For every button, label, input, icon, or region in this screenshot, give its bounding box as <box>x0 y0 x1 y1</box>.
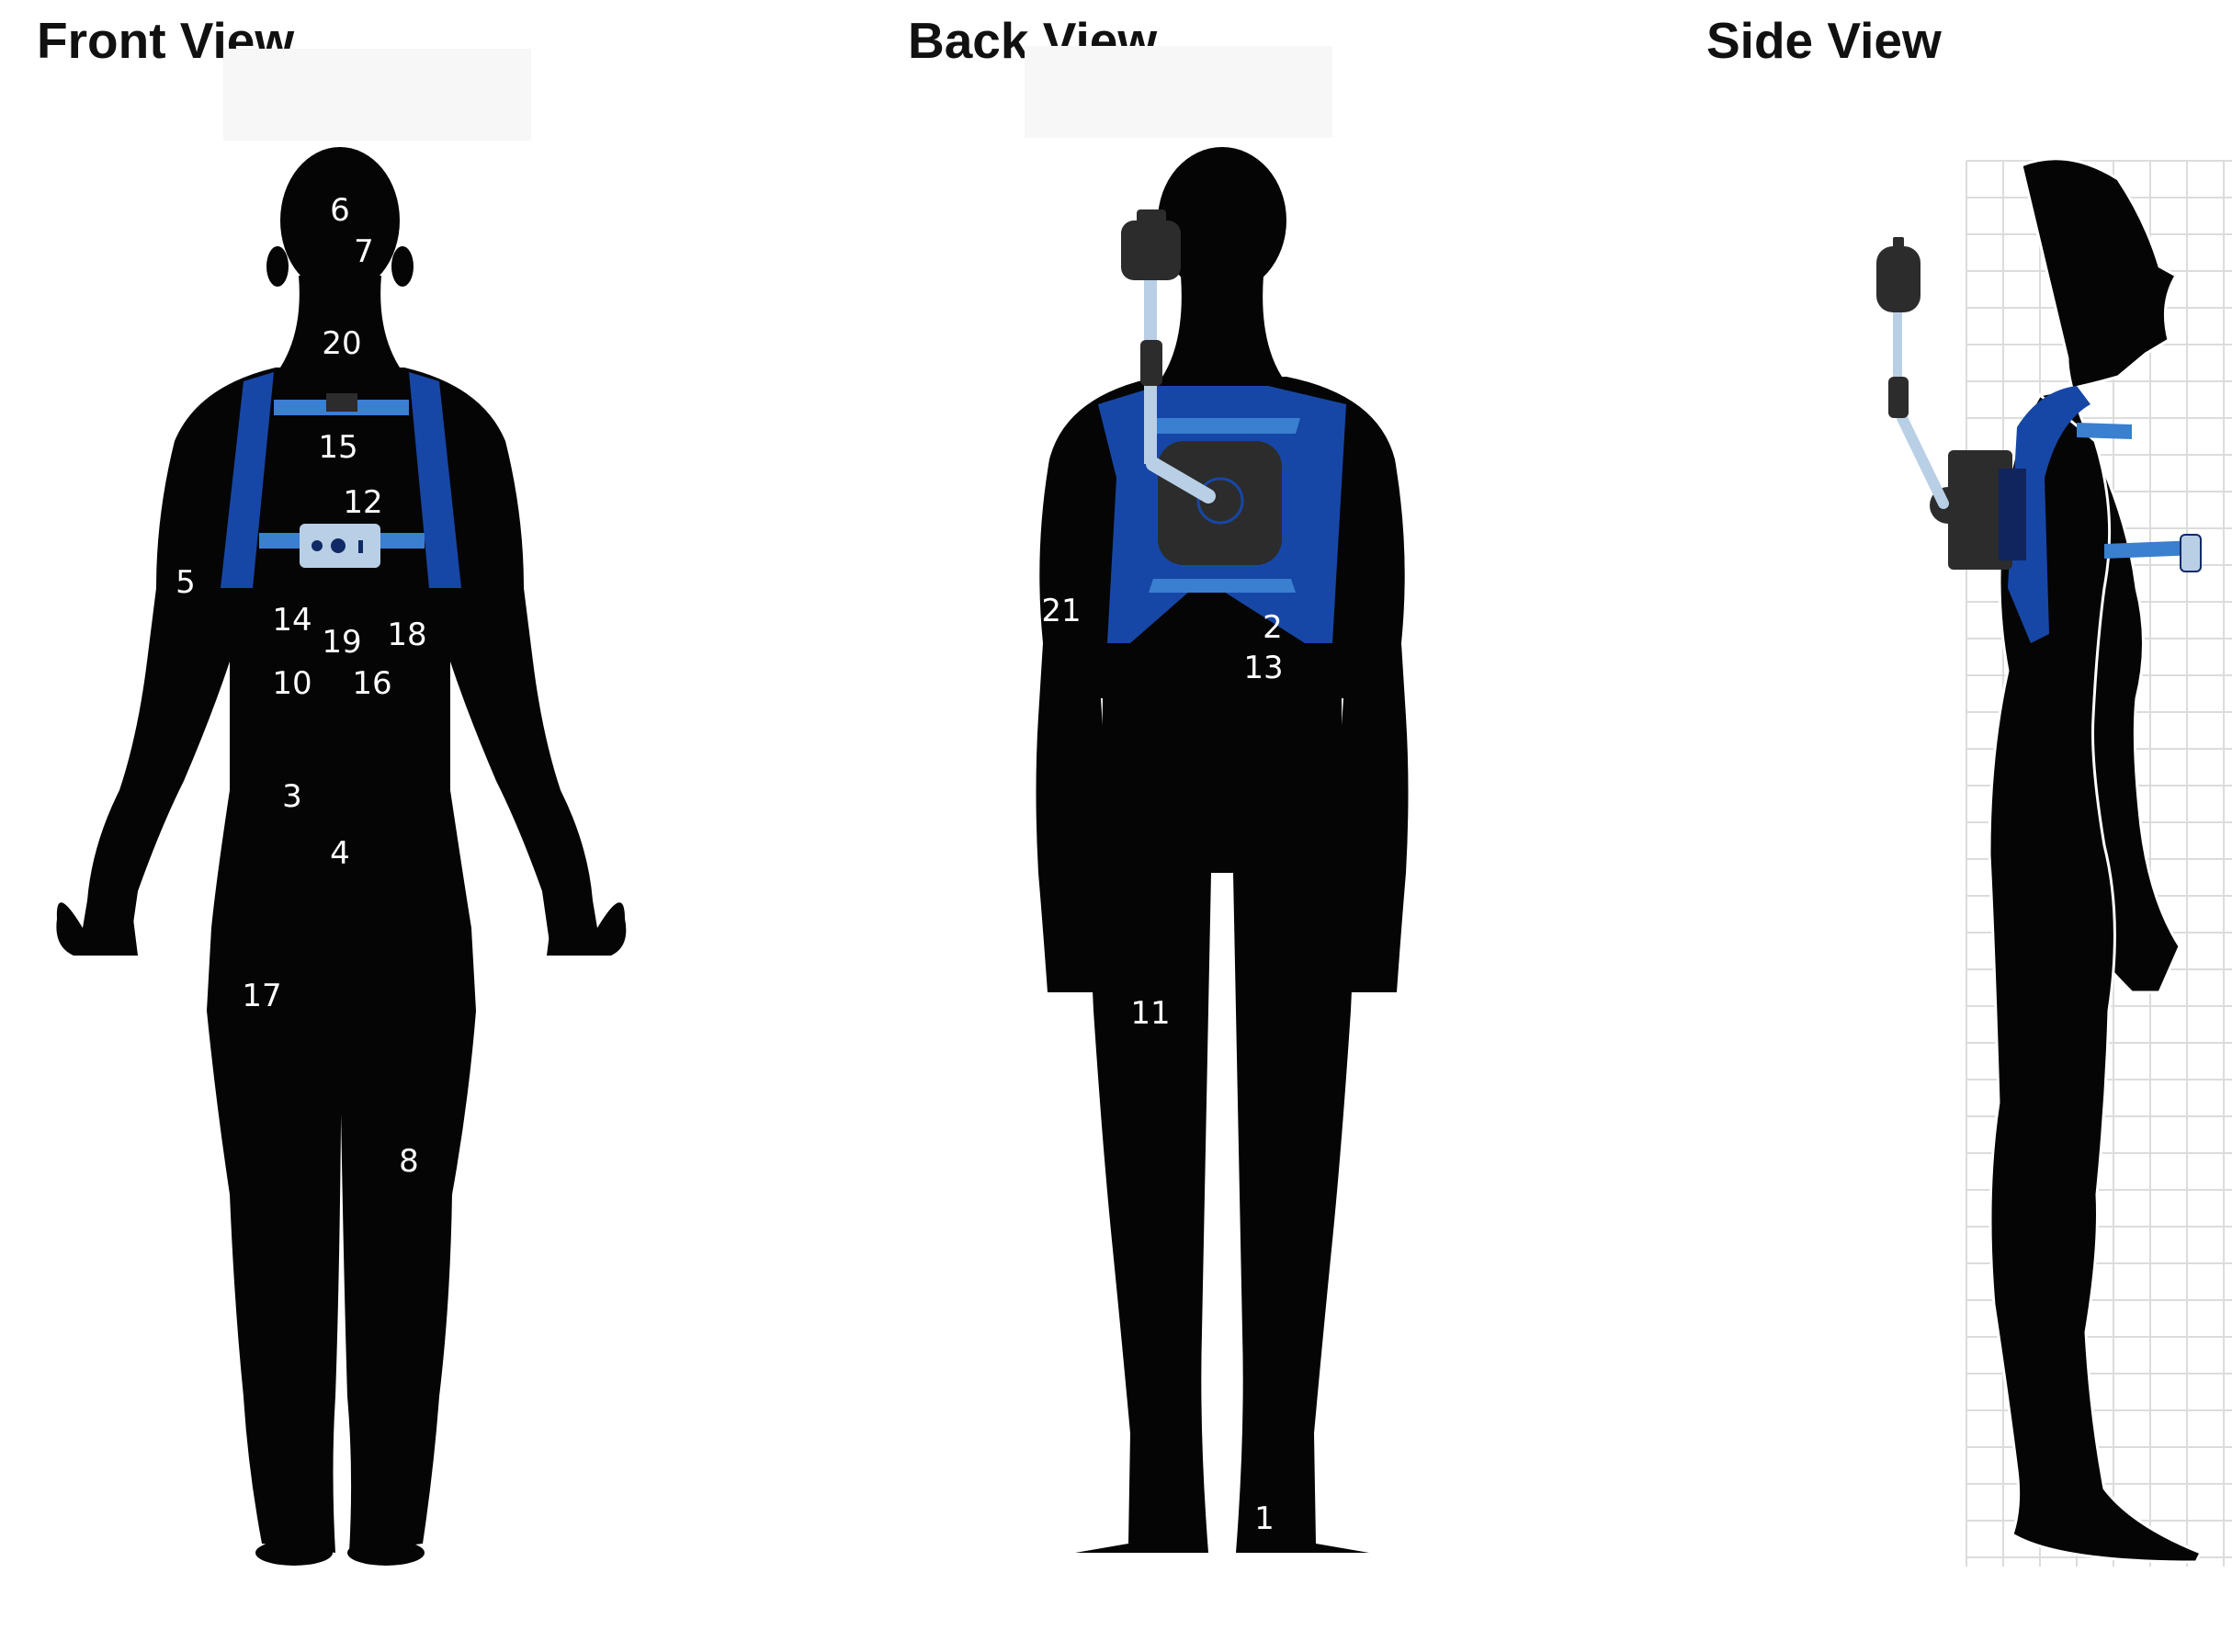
back-marker: 21 <box>1041 593 1081 629</box>
front-marker: 14 <box>272 602 312 639</box>
back-marker: 2 <box>1263 609 1283 646</box>
back-marker: 11 <box>1130 995 1170 1032</box>
side-view-figure <box>1876 157 2232 1567</box>
front-marker: 3 <box>282 778 302 815</box>
front-marker: 12 <box>343 484 382 521</box>
side-harness <box>2008 386 2202 643</box>
back-device <box>1121 209 1282 565</box>
front-marker: 19 <box>322 624 361 661</box>
front-marker: 8 <box>399 1143 419 1180</box>
side-device <box>1876 237 2026 570</box>
front-markers: 6 7 20 15 12 5 14 19 18 10 16 3 4 17 8 <box>176 192 426 1180</box>
front-marker: 17 <box>242 978 281 1014</box>
front-chest-device <box>300 524 380 568</box>
front-marker: 7 <box>354 233 374 270</box>
side-view-title: Side View <box>1706 12 1942 69</box>
front-marker: 15 <box>318 429 357 466</box>
back-markers: 21 2 13 11 1 <box>1041 593 1283 1537</box>
back-marker: 13 <box>1243 650 1283 686</box>
front-silhouette <box>56 147 627 1566</box>
back-silhouette <box>1036 147 1409 1553</box>
front-title-placeholder <box>223 49 531 141</box>
back-marker: 1 <box>1254 1500 1275 1537</box>
front-view-figure: 6 7 20 15 12 5 14 19 18 10 16 3 4 17 8 <box>56 147 627 1566</box>
front-marker: 4 <box>330 835 350 872</box>
back-view-figure: 21 2 13 11 1 <box>1036 147 1409 1553</box>
front-marker: 16 <box>352 665 391 702</box>
front-marker: 20 <box>322 325 361 362</box>
front-marker: 6 <box>330 192 350 229</box>
front-marker: 18 <box>387 617 426 653</box>
side-silhouette <box>1988 157 2204 1564</box>
front-marker: 10 <box>272 665 312 702</box>
back-title-placeholder <box>1025 46 1332 138</box>
front-marker: 5 <box>176 564 196 601</box>
